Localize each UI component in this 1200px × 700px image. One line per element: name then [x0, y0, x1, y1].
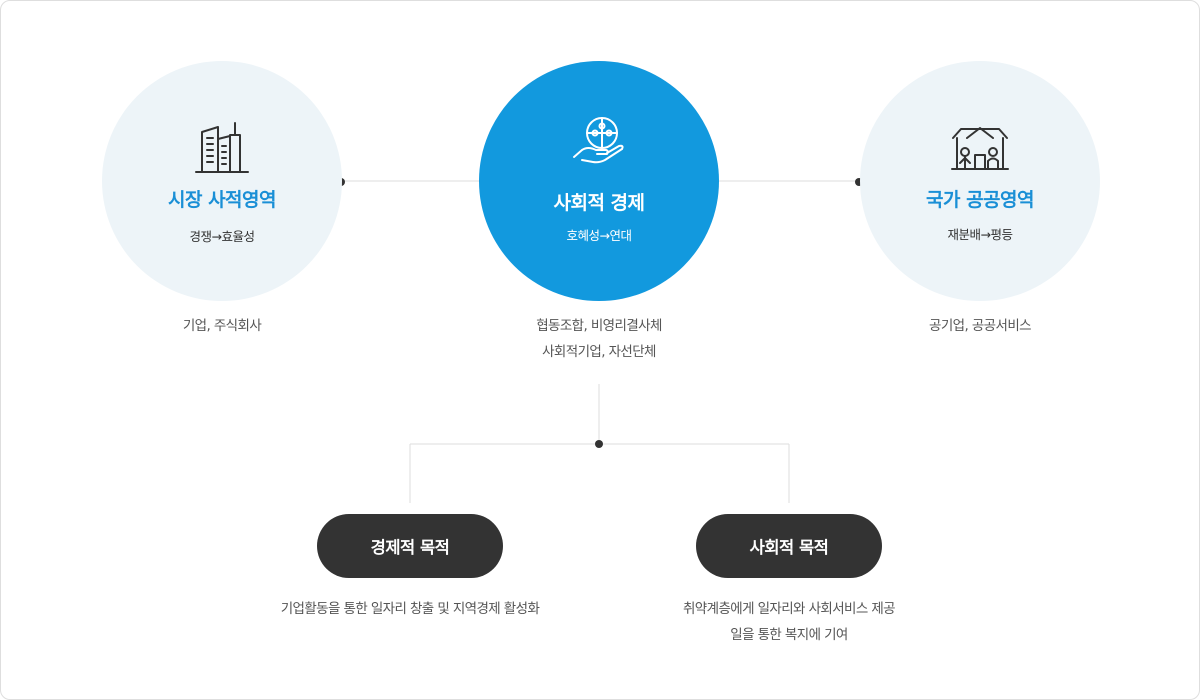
node-subtitle: 경쟁→효율성	[189, 229, 255, 244]
social-economy-examples: 협동조합, 비영리결사체 사회적기업, 자선단체	[459, 313, 739, 365]
description-line: 기업활동을 통한 일자리 창출 및 지역경제 활성화	[280, 601, 540, 617]
social-goal-pill: 사회적 목적	[696, 514, 882, 578]
node-subtitle: 호혜성→연대	[566, 228, 632, 243]
node-market-private: 시장 사적영역 경쟁→효율성	[102, 61, 342, 301]
economic-goal-description: 기업활동을 통한 일자리 창출 및 지역경제 활성화	[210, 596, 610, 622]
house-family-icon	[951, 127, 1009, 170]
node-social-economy: 사회적 경제 호혜성→연대	[479, 61, 719, 301]
economic-goal-pill: 경제적 목적	[317, 514, 503, 578]
node-subtitle: 재분배→평등	[947, 227, 1013, 242]
node-public-sector: 국가 공공영역 재분배→평등	[860, 61, 1100, 301]
description-line: 일을 통한 복지에 기여	[730, 627, 848, 643]
connector-dot-bottom	[595, 440, 603, 448]
description-line: 취약계층에게 일자리와 사회서비스 제공	[682, 601, 896, 617]
node-title: 사회적 경제	[553, 192, 645, 214]
examples-line: 기업, 주식회사	[182, 318, 262, 334]
node-title: 시장 사적영역	[168, 189, 277, 211]
social-goal-description: 취약계층에게 일자리와 사회서비스 제공 일을 통한 복지에 기여	[589, 596, 989, 648]
buildings-icon	[195, 122, 249, 173]
examples-line: 공기업, 공공서비스	[929, 318, 1032, 334]
examples-line: 협동조합, 비영리결사체	[536, 318, 662, 334]
node-title: 국가 공공영역	[926, 189, 1035, 211]
public-examples: 공기업, 공공서비스	[860, 313, 1100, 339]
market-examples: 기업, 주식회사	[102, 313, 342, 339]
examples-line: 사회적기업, 자선단체	[542, 344, 656, 360]
puzzle-hand-icon	[573, 117, 624, 164]
